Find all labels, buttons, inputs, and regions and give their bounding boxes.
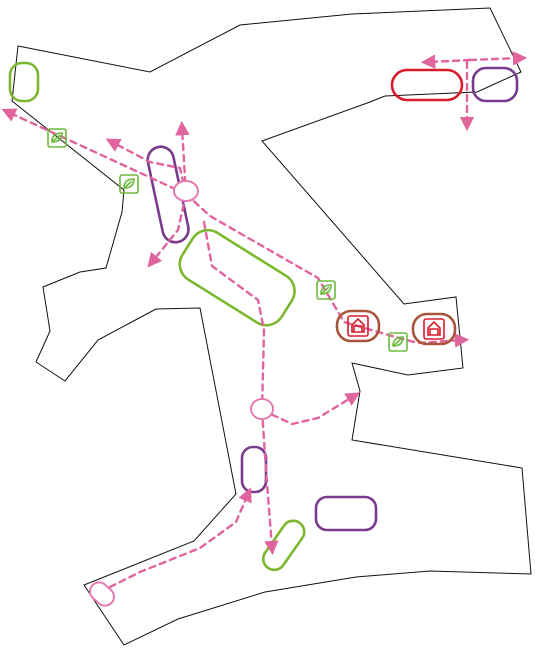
trajectory-middle-to-bottom [260, 408, 279, 556]
boundary-outline-1 [11, 7, 532, 646]
purple-obstacle-lower-center [240, 445, 268, 494]
goal-markers [335, 309, 457, 346]
house-icon [423, 318, 445, 340]
green-obstacle-lower [261, 519, 306, 572]
trajectory-bottom-left-to-center [98, 487, 252, 594]
waypoint-markers [47, 128, 408, 352]
trajectory-center-to-middle [202, 220, 266, 412]
agent-center-top [173, 180, 199, 202]
agents [89, 180, 274, 607]
leaf-square-icon [316, 280, 336, 300]
green-obstacle-center [178, 228, 296, 327]
trajectory-middle-to-right [260, 392, 361, 426]
leaf-square-icon [119, 174, 139, 194]
leaf-square-icon [47, 128, 67, 148]
map-boundary [11, 7, 532, 646]
agent-center-middle [250, 398, 274, 420]
trajectory-top-right-left-arrow [420, 54, 472, 69]
purple-obstacle-top-right [471, 66, 519, 103]
purple-obstacle-lower-right [314, 495, 378, 532]
agent-bottom-left [89, 581, 115, 607]
green-obstacle-top-left [8, 61, 40, 103]
obstacles [8, 61, 519, 572]
trajectory-center-to-right [184, 192, 470, 348]
trajectory-left-to-center [1, 108, 188, 196]
red-obstacle-top-right [390, 68, 464, 102]
goal-capsule-left [335, 309, 381, 343]
leaf-square-icon [388, 332, 408, 352]
goal-capsule-right [411, 312, 457, 346]
house-icon [347, 315, 369, 337]
trajectory-center-downleft [147, 192, 188, 268]
